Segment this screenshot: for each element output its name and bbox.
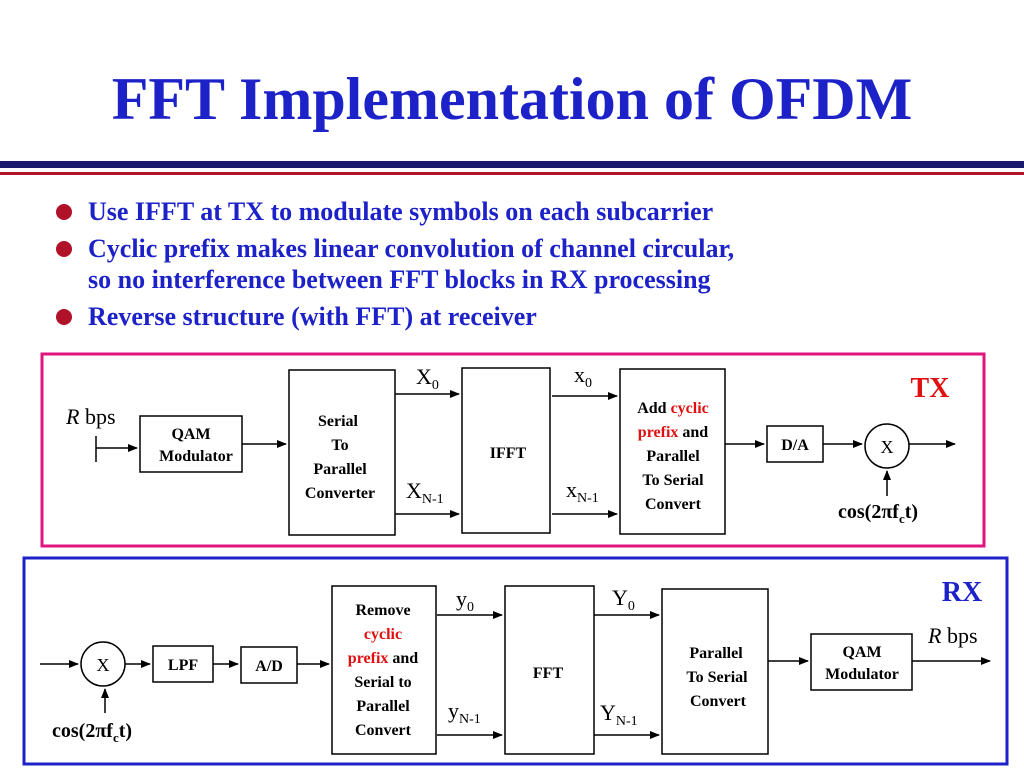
rx-cp-label: Parallel xyxy=(356,698,410,715)
tx-in-bottom-label: XN-1 xyxy=(406,478,444,507)
tx-cp-label: Parallel xyxy=(646,448,700,465)
rx-qam-label: QAM xyxy=(842,644,881,661)
rx-fft-block xyxy=(504,585,595,755)
rx-in-top-label: y0 xyxy=(456,586,474,615)
bullet-item: Use IFFT at TX to modulate symbols on ea… xyxy=(54,196,1014,227)
rx-label: RX xyxy=(942,577,982,608)
tx-input-rate: R bps xyxy=(65,404,116,429)
tx-carrier-label: cos(2πfct) xyxy=(838,501,918,526)
rx-out-top-label: Y0 xyxy=(612,585,635,614)
tx-s2p-label: Converter xyxy=(305,485,375,502)
tx-out-top-label: x0 xyxy=(574,362,592,391)
rx-lpf-block xyxy=(152,645,214,683)
rx-cp-label: Convert xyxy=(355,722,412,739)
bullet-list: Use IFFT at TX to modulate symbols on ea… xyxy=(54,196,1014,338)
rx-mixer-label: X xyxy=(97,655,110,675)
rx-lpf-label: LPF xyxy=(168,657,198,674)
rx-cp-label: Serial to xyxy=(354,674,411,691)
bullet-text: Use IFFT at TX to modulate symbols on ea… xyxy=(88,197,714,226)
rx-cp-label: prefix and xyxy=(348,650,418,667)
tx-cp-label: prefix and xyxy=(638,424,708,441)
rx-p2s-label: Convert xyxy=(690,693,747,710)
tx-qam-block xyxy=(139,415,243,473)
bullet-text: Cyclic prefix makes linear convolution o… xyxy=(88,234,735,263)
tx-cp-label: Convert xyxy=(645,496,702,513)
rx-cp-label: Remove xyxy=(355,602,410,619)
rx-carrier-label: cos(2πfct) xyxy=(52,720,132,745)
page-title: FFT Implementation of OFDM xyxy=(111,66,913,132)
tx-add-cp-block xyxy=(619,368,726,535)
rx-ad-block xyxy=(240,646,298,684)
rx-output-rate: R bps xyxy=(927,623,978,648)
tx-s2p-block xyxy=(288,369,396,536)
tx-mixer-label: X xyxy=(881,437,894,457)
tx-da-label: D/A xyxy=(781,437,809,454)
tx-qam-label: Modulator xyxy=(159,448,233,465)
rx-qam-label: Modulator xyxy=(825,666,899,683)
tx-s2p-label: To xyxy=(331,437,348,454)
tx-ifft-label: IFFT xyxy=(490,445,527,462)
tx-panel-border xyxy=(40,352,986,548)
rx-cp-label: cyclic xyxy=(364,626,402,643)
rx-panel-border xyxy=(22,556,1009,766)
tx-mixer-icon xyxy=(864,423,910,469)
tx-da-block xyxy=(766,425,824,463)
rx-out-bottom-label: YN-1 xyxy=(600,700,638,729)
tx-out-bottom-label: xN-1 xyxy=(566,477,599,506)
rx-in-bottom-label: yN-1 xyxy=(448,698,481,727)
rx-qam-block xyxy=(810,633,913,691)
rx-remove-cp-block xyxy=(331,585,437,755)
tx-cp-label: To Serial xyxy=(642,472,704,489)
bullet-item: Cyclic prefix makes linear convolution o… xyxy=(54,233,1014,295)
rx-p2s-block xyxy=(661,588,769,755)
tx-label: TX xyxy=(911,373,950,404)
rx-p2s-label: Parallel xyxy=(689,645,743,662)
bullet-dot-icon xyxy=(56,204,72,220)
tx-cp-label: Add cyclic xyxy=(637,400,709,417)
bullet-dot-icon xyxy=(56,309,72,325)
tx-ifft-block xyxy=(461,367,551,534)
bullet-dot-icon xyxy=(56,241,72,257)
title-rule-red xyxy=(0,172,1024,175)
rx-fft-label: FFT xyxy=(533,665,564,682)
tx-in-top-label: X0 xyxy=(416,364,439,393)
rx-p2s-label: To Serial xyxy=(686,669,748,686)
bullet-item: Reverse structure (with FFT) at receiver xyxy=(54,301,1014,332)
bullet-text-continued: so no interference between FFT blocks in… xyxy=(88,265,711,294)
bullet-text: Reverse structure (with FFT) at receiver xyxy=(88,302,537,331)
tx-s2p-label: Parallel xyxy=(313,461,367,478)
tx-s2p-label: Serial xyxy=(318,413,359,430)
title-rule-navy xyxy=(0,161,1024,168)
tx-qam-label: QAM xyxy=(171,426,210,443)
rx-ad-label: A/D xyxy=(255,658,283,675)
